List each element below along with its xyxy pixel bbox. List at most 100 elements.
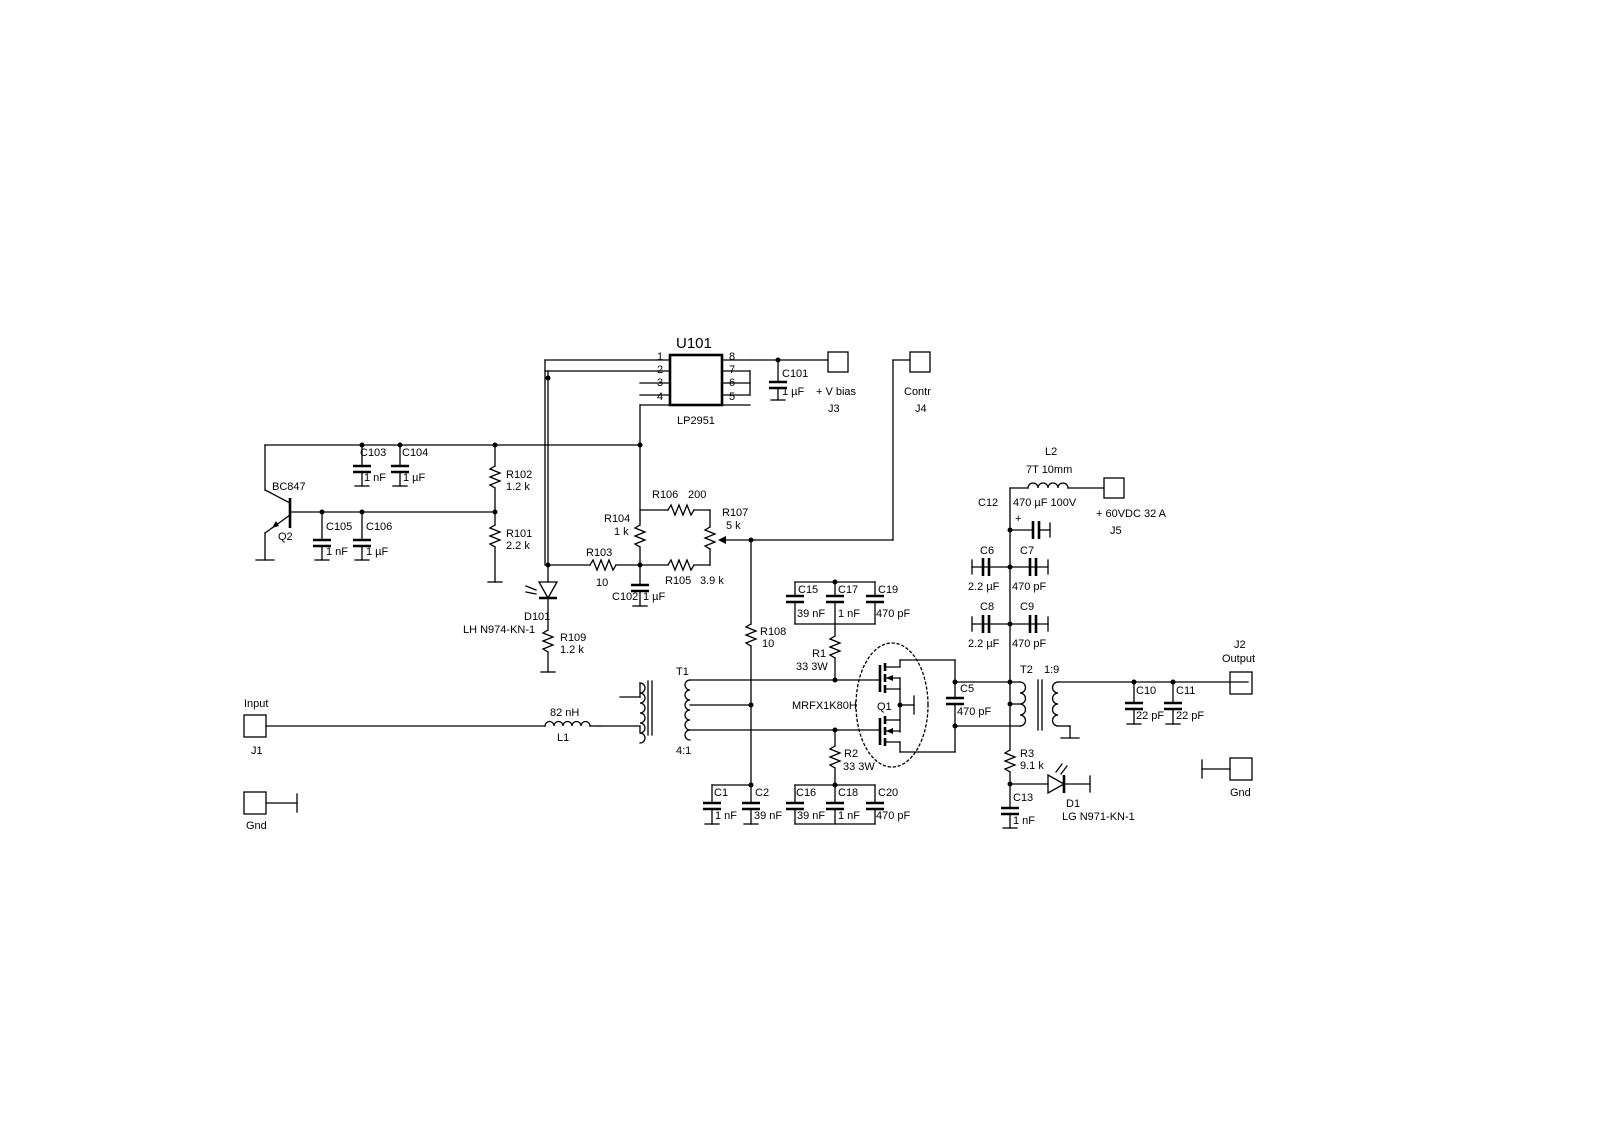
j3-ref: J3 bbox=[828, 403, 840, 415]
c12-polarity: + bbox=[1015, 513, 1021, 525]
l1-value: 82 nH bbox=[550, 707, 579, 719]
c12-ref: C12 bbox=[978, 497, 998, 509]
c10-value: 22 pF bbox=[1136, 710, 1164, 722]
c101-ref: C101 bbox=[782, 368, 808, 380]
t1-ref: T1 bbox=[676, 666, 689, 678]
c20-ref: C20 bbox=[878, 787, 898, 799]
t1-ratio: 4:1 bbox=[676, 745, 691, 757]
u101-pin5: 5 bbox=[729, 391, 735, 403]
c9-ref: C9 bbox=[1020, 601, 1034, 613]
c20-value: 470 pF bbox=[876, 810, 911, 822]
c105-value: 1 nF bbox=[326, 546, 348, 558]
j4-connector bbox=[909, 351, 931, 373]
u101-pin1: 1 bbox=[657, 351, 663, 363]
u101-pin4: 4 bbox=[657, 391, 663, 403]
t2-ref: T2 bbox=[1020, 664, 1033, 676]
c16-value: 39 nF bbox=[797, 810, 825, 822]
d1-part: LG N971-KN-1 bbox=[1062, 811, 1135, 823]
u101-pin2: 2 bbox=[657, 364, 663, 376]
r102-ref: R102 bbox=[506, 469, 532, 481]
j3-connector bbox=[827, 351, 849, 373]
j5-label: + 60VDC 32 A bbox=[1096, 508, 1167, 520]
r106-ref: R106 bbox=[652, 489, 678, 501]
c104-ref: C104 bbox=[402, 447, 428, 459]
r104-value: 1 k bbox=[614, 526, 629, 538]
j5-connector bbox=[1103, 477, 1125, 499]
gnd-right-connector bbox=[1229, 757, 1253, 781]
c18-value: 1 nF bbox=[838, 810, 860, 822]
d1-ref: D1 bbox=[1066, 798, 1080, 810]
r109-value: 1.2 k bbox=[560, 644, 584, 656]
j2-label: Output bbox=[1222, 653, 1255, 665]
r107-value: 5 k bbox=[726, 520, 741, 532]
c15-value: 39 nF bbox=[797, 608, 825, 620]
r104-ref: R104 bbox=[604, 513, 630, 525]
r106-value: 200 bbox=[688, 489, 706, 501]
c1-ref: C1 bbox=[714, 787, 728, 799]
r103-value: 10 bbox=[596, 577, 608, 589]
r105-value: 3.9 k bbox=[700, 575, 724, 587]
c16-ref: C16 bbox=[796, 787, 816, 799]
q2-ref: Q2 bbox=[278, 531, 293, 543]
c2-ref: C2 bbox=[755, 787, 769, 799]
c11-ref: C11 bbox=[1176, 685, 1195, 697]
q2-part: BC847 bbox=[272, 481, 306, 493]
c6-ref: C6 bbox=[980, 545, 994, 557]
c7-value: 470 pF bbox=[1012, 581, 1047, 593]
c13-ref: C13 bbox=[1013, 792, 1033, 804]
r105-ref: R105 bbox=[665, 575, 691, 587]
r108-value: 10 bbox=[762, 638, 774, 650]
r101-value: 2.2 k bbox=[506, 540, 530, 552]
j4-label: Contr bbox=[904, 386, 931, 398]
r107-ref: R107 bbox=[722, 507, 748, 519]
c19-value: 470 pF bbox=[876, 608, 911, 620]
r3-value: 9.1 k bbox=[1020, 760, 1044, 772]
c12-value: 470 µF 100V bbox=[1013, 497, 1077, 509]
r2-value: 33 3W bbox=[843, 761, 875, 773]
c13-value: 1 nF bbox=[1013, 815, 1035, 827]
j5-ref: J5 bbox=[1110, 525, 1122, 537]
l2-value: 7T 10mm bbox=[1026, 464, 1072, 476]
t2-ratio: 1:9 bbox=[1044, 664, 1059, 676]
c11-value: 22 pF bbox=[1176, 710, 1204, 722]
c103-value: 1 nF bbox=[364, 472, 386, 484]
r3-ref: R3 bbox=[1020, 748, 1034, 760]
j1-label: Input bbox=[244, 698, 268, 710]
c102-ref: C102 bbox=[612, 591, 638, 603]
r103-ref: R103 bbox=[586, 547, 612, 559]
u101-pin8: 8 bbox=[729, 351, 735, 363]
c10-ref: C10 bbox=[1136, 685, 1156, 697]
c2-value: 39 nF bbox=[754, 810, 782, 822]
c8-ref: C8 bbox=[980, 601, 994, 613]
r102-value: 1.2 k bbox=[506, 481, 530, 493]
r101-ref: R101 bbox=[506, 528, 532, 540]
c104-value: 1 µF bbox=[403, 472, 426, 484]
c9-value: 470 pF bbox=[1012, 638, 1047, 650]
c5-value: 470 pF bbox=[957, 706, 992, 718]
r108-ref: R108 bbox=[760, 626, 786, 638]
c6-value: 2.2 µF bbox=[968, 581, 1000, 593]
l2-ref: L2 bbox=[1045, 446, 1057, 458]
c1-value: 1 nF bbox=[715, 810, 737, 822]
c105-ref: C105 bbox=[326, 521, 352, 533]
j1-connector bbox=[243, 714, 267, 738]
r2-ref: R2 bbox=[844, 748, 858, 760]
c7-ref: C7 bbox=[1020, 545, 1034, 557]
u101-pin6: 6 bbox=[729, 377, 735, 389]
r109-ref: R109 bbox=[560, 632, 586, 644]
d101-ref: D101 bbox=[524, 611, 550, 623]
q1-outline bbox=[855, 642, 929, 768]
c17-ref: C17 bbox=[838, 584, 858, 596]
c19-ref: C19 bbox=[878, 584, 898, 596]
gnd-right-label: Gnd bbox=[1230, 787, 1251, 799]
q1-part: MRFX1K80H bbox=[792, 700, 857, 712]
c18-ref: C18 bbox=[838, 787, 858, 799]
c106-value: 1 µF bbox=[366, 546, 389, 558]
l1-ref: L1 bbox=[557, 732, 569, 744]
r1-value: 33 3W bbox=[796, 661, 828, 673]
j4-ref: J4 bbox=[915, 403, 927, 415]
j1-ref: J1 bbox=[251, 745, 263, 757]
c17-value: 1 nF bbox=[838, 608, 860, 620]
